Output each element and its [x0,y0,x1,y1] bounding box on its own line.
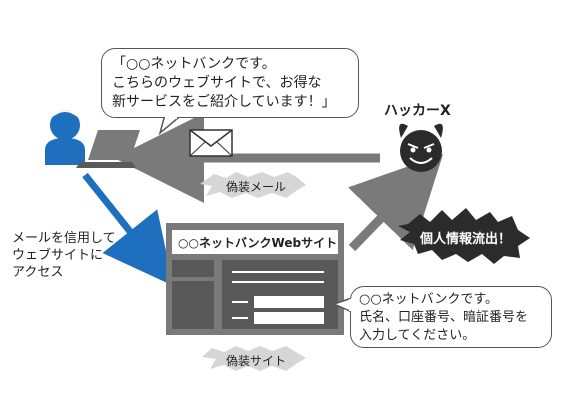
email-bubble: 「○○ネットバンクです。 こちらのウェブサイトで、お得な 新サービスをご紹介して… [101,48,359,118]
email-bubble-line: こちらのウェブサイトで、お得な [112,75,322,91]
site-bubble-line: 氏名、口座番号、暗証番号を [359,310,529,325]
trust-note: メールを信用して ウェブサイトに アクセス [12,230,116,281]
trust-note-line: アクセス [12,265,64,280]
victim-person-icon [45,110,85,165]
site-bubble: ○○ネットバンクです。 氏名、口座番号、暗証番号を 入力してください。 [350,286,552,348]
site-window-title: ○○ネットバンクWebサイト [178,236,338,250]
site-bubble-line: ○○ネットバンクです。 [359,292,499,307]
fake-mail-label: 偽装メール [226,180,287,194]
leak-label: 個人情報流出！ [420,232,512,247]
email-bubble-tail [158,117,181,136]
fake-site-label: 偽装サイト [226,354,287,368]
leak-arrow [348,154,444,252]
fake-site-window [166,223,344,335]
leak-burst [398,208,530,264]
access-arrow [82,172,174,286]
devil-icon [399,123,443,172]
email-bubble-line: 新サービスをご紹介しています！」 [112,94,336,110]
site-bubble-line: 入力してください。 [359,328,476,343]
hacker-label: ハッカーX [384,103,451,119]
trust-note-line: ウェブサイトに [12,248,104,263]
fake-site-burst [202,346,306,371]
fake-mail-burst [200,172,306,198]
envelope-icon [189,129,233,157]
email-bubble-line: 「○○ネットバンクです。 [112,56,276,72]
laptop-icon [76,130,140,168]
trust-note-line: メールを信用して [12,231,116,246]
